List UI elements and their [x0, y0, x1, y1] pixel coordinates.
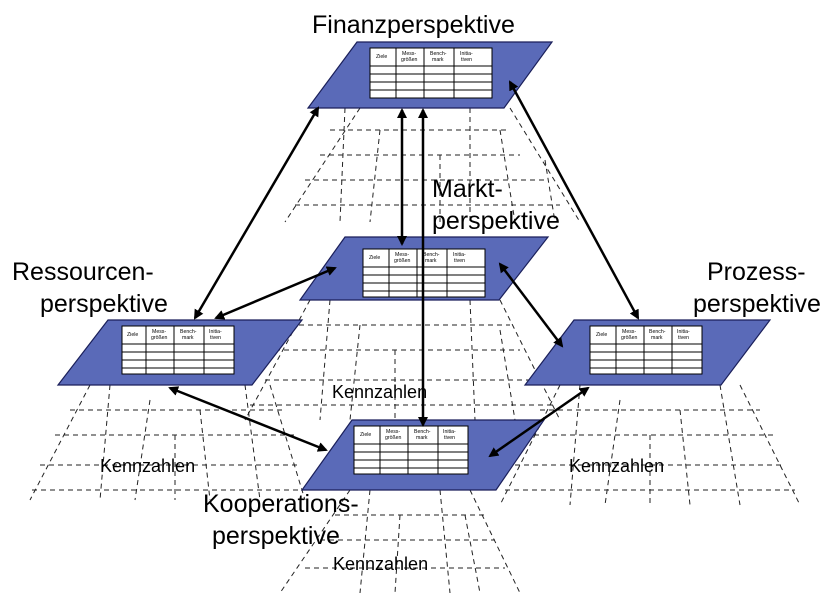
table-header-mess: Mess-	[402, 51, 416, 57]
kennzahlen-kooperation: Kennzahlen	[333, 554, 428, 574]
table-header-bench: Bench-	[649, 329, 666, 335]
table-header-groessen: größen	[385, 435, 402, 441]
table-header-mark: mark	[432, 57, 444, 63]
table-header-mark: mark	[651, 335, 663, 341]
table-header-bench: Bench-	[423, 252, 440, 258]
table-header-bench: Bench-	[414, 429, 431, 435]
table-header-groessen: größen	[394, 258, 411, 264]
arrow-finanz-prozess	[508, 80, 640, 320]
table-header-initia: Initia-	[443, 429, 456, 435]
table-header-ziele: Ziele	[127, 332, 138, 338]
table-kooperation: Ziele Mess- größen Bench- mark Initia- t…	[353, 425, 469, 475]
table-header-mess: Mess-	[386, 429, 400, 435]
table-header-ziele: Ziele	[376, 54, 387, 60]
arrow-prozess-kooperation	[488, 386, 590, 458]
table-header-mark: mark	[182, 335, 194, 341]
table-prozess: Ziele Mess- größen Bench- mark Initia- t…	[589, 325, 703, 375]
table-header-mess: Mess-	[395, 252, 409, 258]
kennzahlen-prozess: Kennzahlen	[569, 456, 664, 476]
table-header-mess: Mess-	[152, 329, 166, 335]
arrow-markt-prozess	[498, 262, 564, 348]
table-header-initia: Initia-	[460, 51, 473, 57]
arrow-markt-ressourcen	[214, 266, 337, 320]
table-header-tiven: tiven	[454, 258, 465, 264]
table-header-bench: Bench-	[180, 329, 197, 335]
table-header-bench: Bench-	[430, 51, 447, 57]
table-header-tiven: tiven	[210, 335, 221, 341]
pyramid-finanz	[284, 107, 581, 223]
table-header-groessen: größen	[401, 57, 418, 63]
arrow-ressourcen-kooperation	[168, 386, 328, 452]
table-header-mark: mark	[416, 435, 428, 441]
label-finanzperspektive: Finanzperspektive	[312, 11, 515, 39]
pyramid-prozess	[499, 384, 801, 506]
label-ressourcen-line2: perspektive	[40, 290, 168, 318]
pyramid-markt	[244, 299, 561, 421]
table-header-ziele: Ziele	[596, 332, 607, 338]
label-kooperation-line1: Kooperations-	[203, 490, 359, 518]
table-header-mess: Mess-	[622, 329, 636, 335]
label-markt-line1: Markt-	[432, 175, 503, 203]
table-header-groessen: größen	[621, 335, 638, 341]
table-header-tiven: tiven	[444, 435, 455, 441]
kennzahlen-ressourcen: Kennzahlen	[100, 456, 195, 476]
kennzahlen-markt: Kennzahlen	[332, 382, 427, 402]
table-header-initia: Initia-	[677, 329, 690, 335]
table-header-tiven: tiven	[678, 335, 689, 341]
table-header-groessen: größen	[151, 335, 168, 341]
table-header-mark: mark	[425, 258, 437, 264]
label-ressourcen-line1: Ressourcen-	[12, 258, 154, 286]
table-header-ziele: Ziele	[369, 255, 380, 261]
label-markt-line2: perspektive	[432, 207, 560, 235]
label-prozess-line2: perspektive	[693, 290, 821, 318]
table-ressourcen: Ziele Mess- größen Bench- mark Initia- t…	[121, 325, 235, 375]
table-header-initia: Initia-	[453, 252, 466, 258]
table-header-initia: Initia-	[209, 329, 222, 335]
pyramid-kooperation	[279, 489, 521, 594]
pyramid-ressourcen	[29, 384, 306, 501]
label-kooperation-line2: perspektive	[212, 522, 340, 550]
table-header-ziele: Ziele	[360, 432, 371, 438]
arrow-finanz-ressourcen	[193, 106, 320, 320]
label-prozess-line1: Prozess-	[707, 258, 806, 286]
table-finanz: Ziele Mess- größen Bench- mark Initia- t…	[369, 47, 493, 99]
table-header-tiven: tiven	[461, 57, 472, 63]
